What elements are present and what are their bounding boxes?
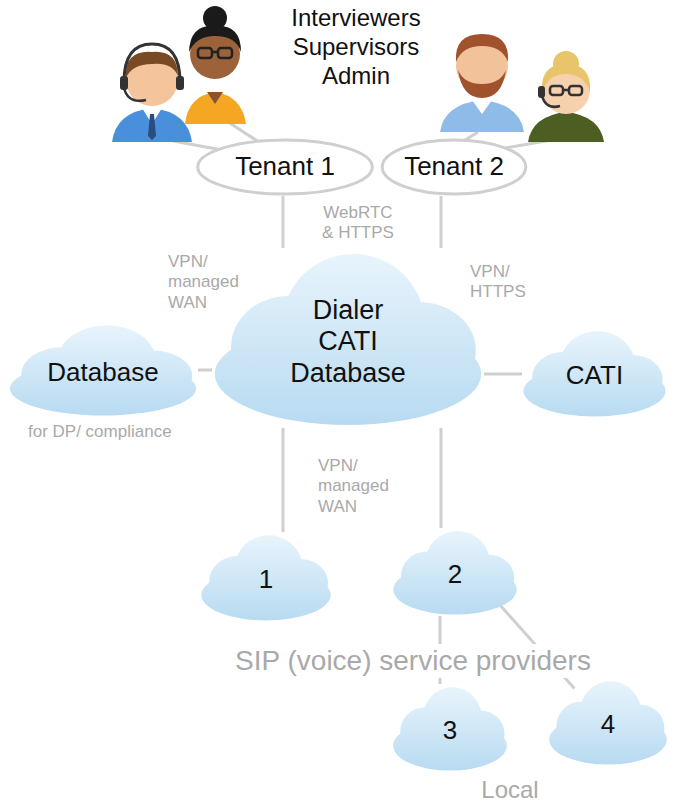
node-text: 2 bbox=[448, 560, 462, 590]
cloud-node: 1 bbox=[200, 532, 332, 622]
node-text-box: Tenant 1 bbox=[195, 138, 375, 196]
person-neck bbox=[207, 92, 223, 104]
glasses bbox=[550, 86, 582, 95]
cloud-shape bbox=[10, 325, 196, 415]
cloud-node: 4 bbox=[548, 678, 668, 766]
connector-line bbox=[440, 428, 443, 528]
annotation-label: for DP/ compliance bbox=[28, 422, 203, 442]
annotation-label: Local bbox=[481, 776, 538, 805]
node-text-box: 4 bbox=[548, 678, 668, 766]
headset-ear bbox=[176, 76, 184, 90]
annotation-label: WebRTC & HTTPS bbox=[318, 203, 398, 244]
ellipse-outline bbox=[382, 140, 526, 194]
cloud-shape bbox=[523, 331, 665, 417]
glasses bbox=[198, 48, 232, 58]
node-text: Tenant 2 bbox=[404, 152, 504, 182]
headset-mic bbox=[542, 96, 560, 107]
glass-bridge bbox=[563, 89, 569, 92]
person-beard bbox=[458, 70, 506, 98]
tie bbox=[148, 114, 156, 140]
node-text-box: 2 bbox=[392, 528, 518, 616]
node-text-box: 1 bbox=[200, 532, 332, 622]
connector-line bbox=[282, 196, 285, 248]
person-hair bbox=[189, 26, 241, 52]
connector-line bbox=[440, 196, 443, 248]
cloud-shape bbox=[393, 531, 516, 615]
cloud-shape bbox=[393, 687, 507, 771]
person-figure bbox=[185, 6, 246, 124]
node-text-box: Database bbox=[8, 322, 198, 417]
tenant-ellipse: Tenant 1 bbox=[195, 138, 375, 196]
headset-ear bbox=[120, 76, 128, 90]
node-text-box: CATI bbox=[522, 328, 667, 418]
connector-line bbox=[484, 373, 522, 376]
annotation-label: SIP (voice) service providers bbox=[229, 644, 597, 678]
cloud-shape bbox=[201, 535, 330, 621]
connector-line bbox=[282, 428, 285, 532]
person-hair bbox=[456, 34, 508, 62]
node-text-box: Tenant 2 bbox=[380, 138, 528, 196]
person-figure bbox=[112, 44, 192, 142]
ellipse-outline bbox=[198, 140, 373, 194]
glass-bridge bbox=[212, 51, 218, 54]
cloud-node: 3 bbox=[392, 684, 508, 772]
node-text: 4 bbox=[601, 710, 615, 740]
node-text-box: 3 bbox=[392, 684, 508, 772]
annotation-label: VPN/ managed WAN bbox=[318, 456, 404, 517]
node-text-box: Dialer CATI Database bbox=[212, 248, 484, 428]
node-text: Tenant 1 bbox=[235, 152, 335, 182]
shirt-collar bbox=[472, 100, 492, 114]
glass-lens bbox=[550, 86, 563, 95]
node-text: Database bbox=[47, 358, 158, 388]
cloud-lobe bbox=[614, 704, 664, 751]
node-text: CATI bbox=[566, 361, 623, 391]
person-body bbox=[528, 112, 604, 142]
person-figure bbox=[440, 34, 524, 132]
connector-line bbox=[198, 369, 212, 372]
person-body bbox=[112, 108, 192, 142]
node-text: 3 bbox=[443, 716, 457, 746]
tenant-ellipse: Tenant 2 bbox=[380, 138, 528, 196]
person-figure bbox=[528, 51, 604, 142]
person-hair bbox=[126, 52, 178, 78]
cloud-lobe bbox=[273, 559, 328, 607]
cloud-node: 2 bbox=[392, 528, 518, 616]
node-text: Dialer CATI Database bbox=[288, 295, 408, 388]
annotation-label: VPN/ managed WAN bbox=[168, 252, 252, 313]
cloud-shape bbox=[215, 254, 482, 425]
glass-lens bbox=[198, 48, 212, 58]
cloud-shape bbox=[549, 681, 667, 765]
node-text: 1 bbox=[259, 565, 273, 595]
cloud-node: CATI bbox=[522, 328, 667, 418]
cloud-node: Database bbox=[8, 322, 198, 417]
glass-lens bbox=[218, 48, 232, 58]
person-body bbox=[440, 100, 524, 132]
headset-mic bbox=[124, 88, 146, 101]
headset bbox=[124, 44, 180, 82]
glass-lens bbox=[569, 86, 582, 95]
cloud-lobe bbox=[461, 554, 514, 601]
role-list: Interviewers Supervisors Admin bbox=[268, 4, 444, 90]
person-body bbox=[185, 92, 246, 124]
annotation-label: VPN/ HTTPS bbox=[470, 262, 536, 303]
cloud-lobe bbox=[456, 710, 505, 757]
cloud-node: Dialer CATI Database bbox=[212, 248, 484, 428]
